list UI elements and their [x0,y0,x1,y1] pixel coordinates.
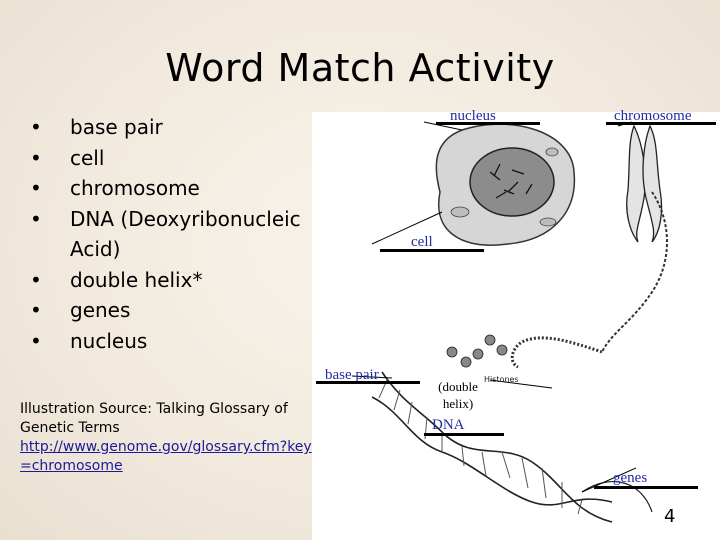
dna-illustration [312,112,720,540]
nucleus-answer-line [436,122,540,125]
label-histones: Histones [484,375,519,384]
cell-to-dna-diagram [351,121,668,523]
label-genes: genes [613,470,648,486]
label-chromosome: chromosome [614,108,692,124]
list-item: genes [30,295,330,326]
double-helix [371,371,613,523]
base-pair-answer-line [316,381,420,384]
base-pair-rungs [378,379,583,515]
list-item: chromosome [30,173,330,204]
source-link[interactable]: http://www.genome.gov/glossary.cfm?key=c… [20,439,312,474]
label-dna: DNA [432,417,465,433]
organelles [450,147,559,227]
cell-answer-line [380,249,484,252]
chromatin-fiber [510,336,603,369]
nucleus-shape [469,147,555,217]
list-item: base pair [30,112,330,143]
chromatin-marks [489,163,533,199]
list-item: cell [30,143,330,174]
dna-answer-line [424,433,504,436]
genes-answer-line [594,486,698,489]
nucleosomes [446,334,508,368]
list-item: nucleus [30,326,330,357]
list-item: double helix* [30,265,330,296]
list-item: DNA (Deoxyribonucleic Acid) [30,204,330,265]
label-nucleus: nucleus [450,108,496,124]
page-number: 4 [664,506,676,527]
vocabulary-list: base pair cell chromosome DNA (Deoxyribo… [30,112,330,356]
label-base-pair: base pair [325,367,379,383]
chromosome-shape [626,124,663,243]
gene-segment [581,481,653,513]
source-text: Illustration Source: Talking Glossary of… [20,401,288,436]
label-cell: cell [411,234,433,250]
illustration-source: Illustration Source: Talking Glossary of… [20,400,320,476]
label-double-helix: (double helix) [438,379,478,411]
chromatin-coil [601,191,668,353]
chromosome-answer-line [606,122,716,125]
slide-title: Word Match Activity [165,46,555,90]
